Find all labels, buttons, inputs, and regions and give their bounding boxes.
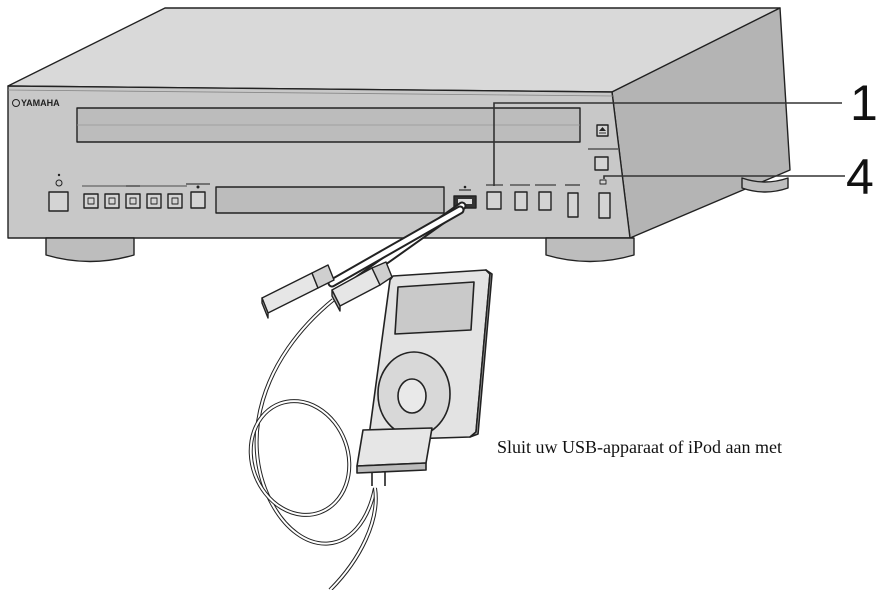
indicator-led bbox=[599, 179, 607, 185]
control-button-4[interactable] bbox=[567, 192, 579, 218]
disc-button-3[interactable] bbox=[125, 193, 141, 209]
display-window bbox=[215, 186, 445, 214]
control-button-2[interactable] bbox=[514, 191, 528, 211]
device-feet bbox=[45, 177, 789, 263]
cd-changer bbox=[7, 7, 791, 263]
dock-cable bbox=[248, 298, 378, 590]
power-button[interactable] bbox=[48, 191, 69, 212]
control-buttons bbox=[486, 191, 611, 219]
disc-button-2[interactable] bbox=[104, 193, 120, 209]
play-xchange-button[interactable] bbox=[594, 156, 609, 171]
usb-plug-left bbox=[261, 264, 335, 319]
yamaha-logo-icon bbox=[12, 99, 20, 107]
callout-number-4: 4 bbox=[846, 149, 874, 205]
panel-legends bbox=[126, 148, 618, 191]
eject-icon bbox=[599, 127, 606, 131]
control-button-5[interactable] bbox=[598, 192, 611, 219]
program-button[interactable] bbox=[190, 191, 206, 209]
usb-plug-icon bbox=[331, 261, 393, 312]
control-button-3[interactable] bbox=[538, 191, 552, 211]
ipod-icon bbox=[356, 269, 493, 486]
control-button-1[interactable] bbox=[486, 191, 502, 210]
callout-lines bbox=[493, 102, 845, 186]
brand-label: YAMAHA bbox=[21, 98, 60, 108]
dock-connector bbox=[356, 427, 433, 467]
disc-button-5[interactable] bbox=[167, 193, 183, 209]
callout-number-1: 1 bbox=[850, 75, 878, 131]
disc-select-buttons bbox=[83, 193, 183, 209]
disc-button-4[interactable] bbox=[146, 193, 162, 209]
disc-button-1[interactable] bbox=[83, 193, 99, 209]
caption-text: Sluit uw USB-apparaat of iPod aan met bbox=[497, 437, 782, 457]
power-icon bbox=[55, 179, 63, 187]
ipod-center-button bbox=[397, 378, 427, 414]
ipod-screen bbox=[394, 281, 475, 335]
